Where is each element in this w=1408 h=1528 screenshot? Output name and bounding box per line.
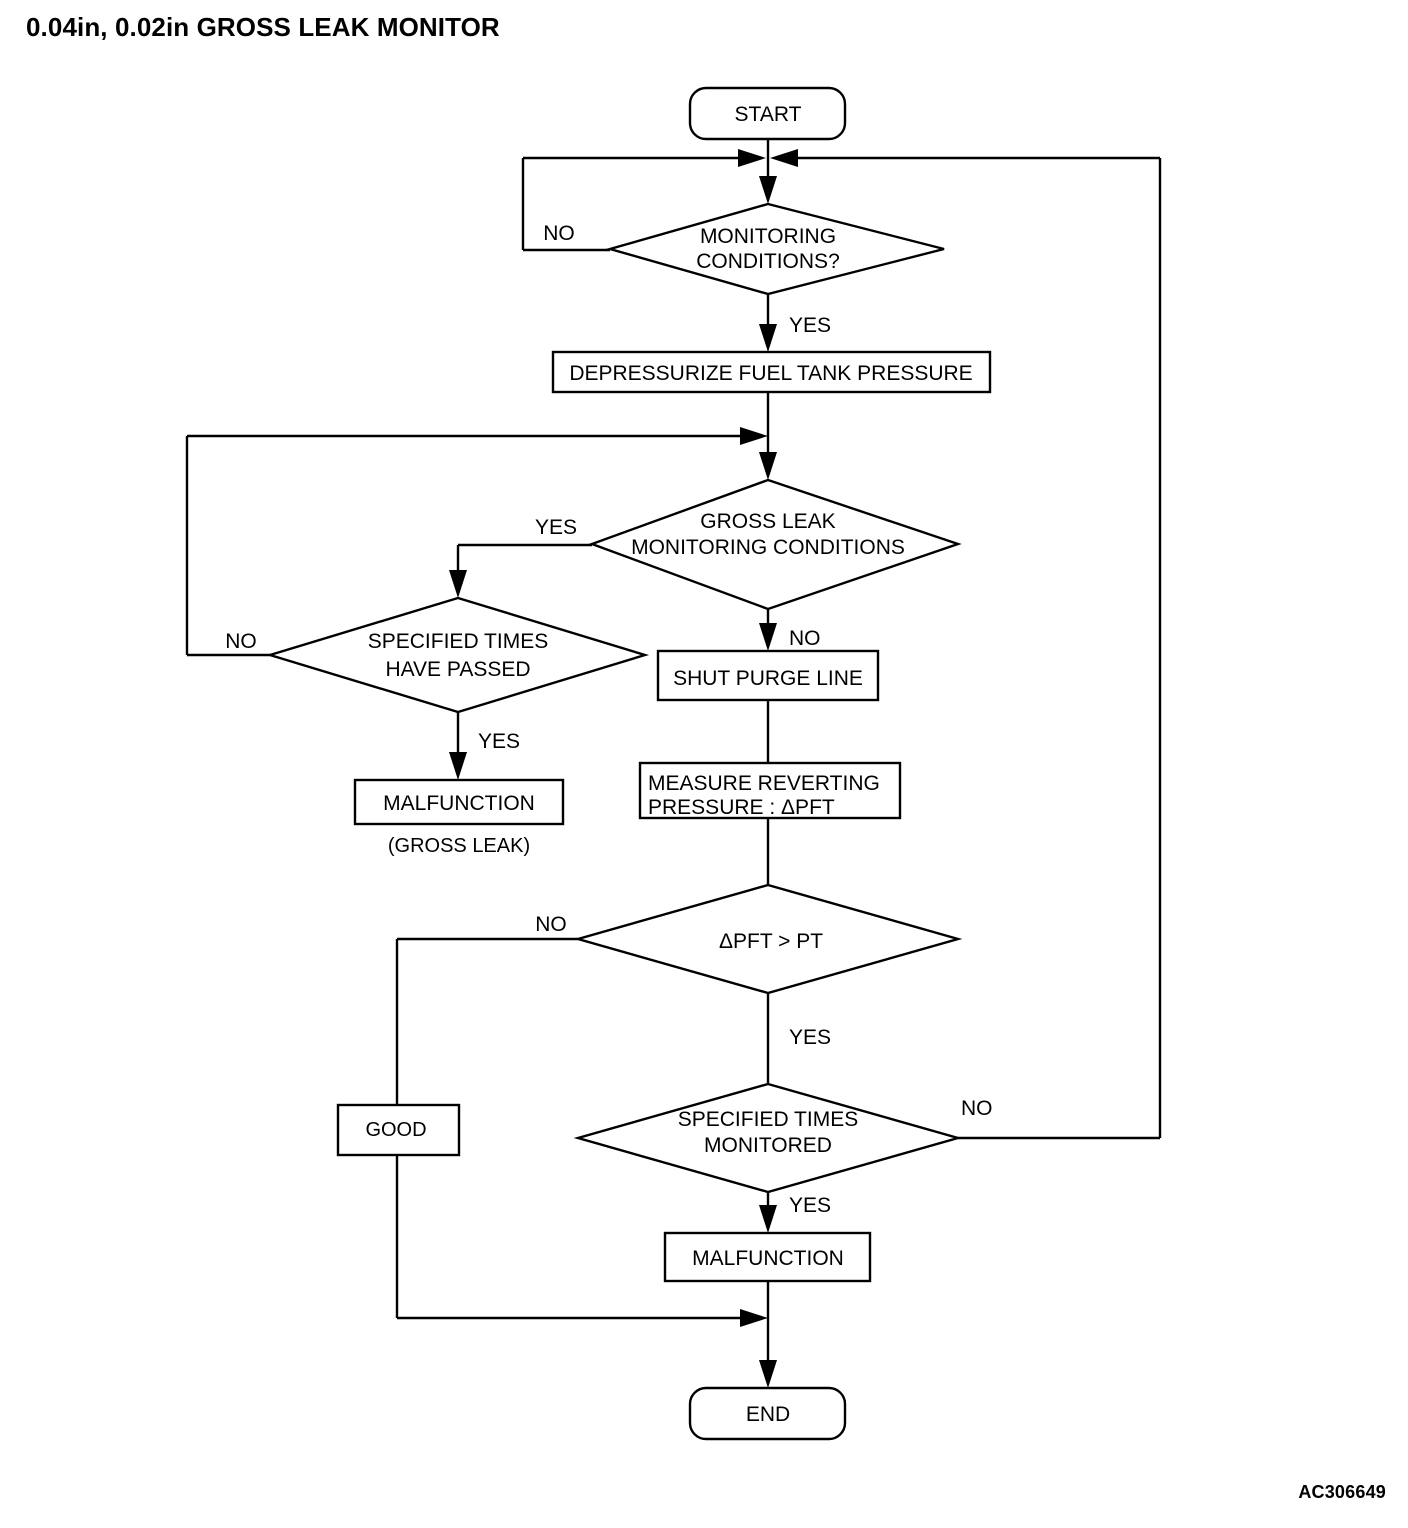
end-label: END bbox=[746, 1403, 790, 1426]
node-malfunction[interactable]: MALFUNCTION bbox=[663, 1231, 872, 1283]
good-label: GOOD bbox=[365, 1119, 426, 1141]
monitoring-conditions-label-line1: MONITORING bbox=[700, 225, 836, 248]
shut-purge-line-shape bbox=[656, 649, 880, 702]
shut-purge-line-label: SHUT PURGE LINE bbox=[673, 667, 863, 690]
specified-times-passed-label-line2: HAVE PASSED bbox=[385, 658, 530, 681]
malfunction-gross-leak-sublabel: (GROSS LEAK) bbox=[388, 835, 530, 857]
monitoring-conditions-shape bbox=[605, 202, 945, 296]
arrowhead-loopback-left-into-junction bbox=[738, 149, 766, 167]
dpft-gt-pt-shape bbox=[573, 883, 963, 995]
node-start[interactable]: START bbox=[688, 86, 847, 141]
arrowhead-into-malfunction bbox=[759, 1205, 777, 1233]
node-good[interactable]: GOOD bbox=[336, 1103, 461, 1157]
gross-leak-conditions-label-line2: MONITORING CONDITIONS bbox=[631, 536, 905, 559]
branch-label-monitored-yes: YES bbox=[789, 1194, 831, 1217]
node-malfunction-gross-leak[interactable]: MALFUNCTION bbox=[353, 778, 565, 826]
depressurize-shape bbox=[551, 350, 992, 394]
branch-label-gross-leak-no: NO bbox=[789, 627, 821, 650]
monitoring-conditions-label-line2: CONDITIONS? bbox=[696, 250, 840, 273]
arrowhead-into-gross-leak-conditions bbox=[759, 452, 777, 480]
specified-times-monitored-label-line1: SPECIFIED TIMES bbox=[678, 1108, 858, 1131]
branch-label-monitoring-no: NO bbox=[543, 222, 575, 245]
branch-label-gross-leak-yes: YES bbox=[535, 516, 577, 539]
branch-label-monitoring-yes: YES bbox=[789, 314, 831, 337]
node-end[interactable]: END bbox=[688, 1386, 847, 1441]
reference-code: AC306649 bbox=[1298, 1482, 1386, 1502]
page-title: 0.04in, 0.02in GROSS LEAK MONITOR bbox=[26, 12, 500, 42]
measure-reverting-label-line1: MEASURE REVERTING bbox=[648, 772, 880, 795]
start-shape bbox=[688, 86, 847, 141]
arrowhead-loopback-right-into-junction bbox=[770, 149, 798, 167]
malfunction-gross-leak-label: MALFUNCTION bbox=[383, 792, 535, 815]
branch-label-specified-passed-no: NO bbox=[225, 630, 257, 653]
arrowhead-into-end bbox=[759, 1360, 777, 1388]
measure-reverting-shape bbox=[638, 761, 902, 820]
arrowhead-into-depressurize bbox=[759, 324, 777, 352]
node-monitoring-conditions[interactable]: MONITORING CONDITIONS? bbox=[605, 202, 945, 296]
gross-leak-conditions-shape bbox=[588, 478, 962, 611]
specified-times-passed-shape bbox=[265, 596, 650, 714]
measure-reverting-label-line2: PRESSURE : ΔPFT bbox=[648, 796, 835, 819]
branch-label-monitored-no: NO bbox=[961, 1097, 993, 1120]
node-specified-times-passed[interactable]: SPECIFIED TIMES HAVE PASSED bbox=[265, 596, 650, 714]
malfunction-gross-leak-shape bbox=[353, 778, 565, 826]
end-shape bbox=[688, 1386, 847, 1441]
node-dpft-gt-pt[interactable]: ΔPFT > PT bbox=[573, 883, 963, 995]
arrowhead-into-specified-times-passed bbox=[449, 570, 467, 598]
arrowhead-into-malfunction-gross-leak bbox=[449, 752, 467, 780]
node-shut-purge-line[interactable]: SHUT PURGE LINE bbox=[656, 649, 880, 702]
start-label: START bbox=[735, 103, 802, 126]
node-specified-times-monitored[interactable]: SPECIFIED TIMES MONITORED bbox=[573, 1082, 963, 1194]
arrowhead-into-shut-purge-line bbox=[759, 623, 777, 651]
gross-leak-conditions-label-line1: GROSS LEAK bbox=[700, 510, 835, 533]
branch-label-specified-passed-yes: YES bbox=[478, 730, 520, 753]
node-measure-reverting[interactable]: MEASURE REVERTING PRESSURE : ΔPFT bbox=[638, 761, 902, 820]
specified-times-monitored-label-line2: MONITORED bbox=[704, 1134, 832, 1157]
good-shape bbox=[336, 1103, 461, 1157]
arrowhead-good-merge-into-end-line bbox=[740, 1309, 768, 1327]
branch-label-dpft-no: NO bbox=[535, 913, 567, 936]
node-gross-leak-conditions[interactable]: GROSS LEAK MONITORING CONDITIONS bbox=[588, 478, 962, 611]
depressurize-label: DEPRESSURIZE FUEL TANK PRESSURE bbox=[569, 362, 972, 385]
malfunction-label: MALFUNCTION bbox=[692, 1247, 844, 1270]
dpft-gt-pt-label: ΔPFT > PT bbox=[719, 930, 823, 953]
branch-label-dpft-yes: YES bbox=[789, 1026, 831, 1049]
malfunction-shape bbox=[663, 1231, 872, 1283]
specified-times-monitored-shape bbox=[573, 1082, 963, 1194]
arrowhead-loopback-into-main-line bbox=[740, 427, 768, 445]
node-depressurize[interactable]: DEPRESSURIZE FUEL TANK PRESSURE bbox=[551, 350, 992, 394]
arrowhead-into-monitoring-conditions bbox=[759, 176, 777, 204]
specified-times-passed-label-line1: SPECIFIED TIMES bbox=[368, 630, 548, 653]
